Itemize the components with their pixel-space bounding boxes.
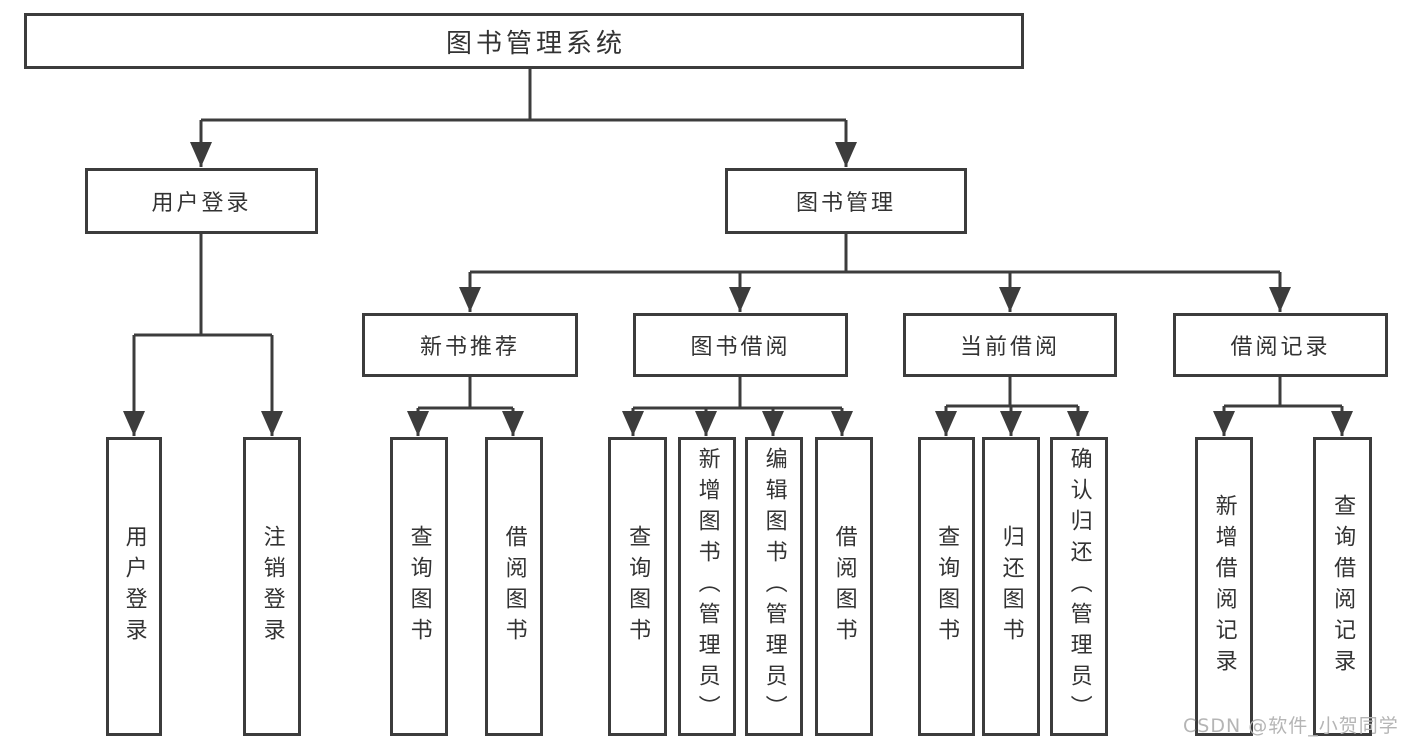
node-root-label: 图书管理系统	[445, 28, 626, 59]
leaf-return-books: 归还图书	[982, 437, 1040, 736]
connector-current-borrowing-children	[935, 377, 1089, 436]
leaf-label: 查询图书	[406, 524, 432, 649]
connector-user-login-children	[123, 234, 283, 436]
node-borrow-records: 借阅记录	[1173, 313, 1388, 377]
node-new-book-recommend: 新书推荐	[362, 313, 578, 377]
leaf-label: 查询借阅记录	[1330, 493, 1356, 680]
leaf-label: 归还图书	[998, 524, 1024, 649]
leaf-label: 查询图书	[934, 524, 960, 649]
leaf-label: 新增图书（管理员）	[694, 447, 720, 726]
leaf-add-borrow-record: 新增借阅记录	[1195, 437, 1253, 736]
node-book-borrowing: 图书借阅	[633, 313, 848, 377]
node-book-management: 图书管理	[725, 168, 967, 234]
leaf-label: 注销登录	[259, 524, 285, 649]
leaf-add-books-admin: 新增图书（管理员）	[678, 437, 736, 736]
node-book-management-label: 图书管理	[795, 191, 896, 216]
leaf-label: 查询图书	[625, 524, 651, 649]
leaf-label: 借阅图书	[501, 524, 527, 649]
node-current-borrowing: 当前借阅	[903, 313, 1117, 377]
leaf-user-login: 用户登录	[106, 437, 162, 736]
leaf-borrow-books-1: 借阅图书	[485, 437, 543, 736]
connector-new-book-recommend-children	[407, 377, 524, 436]
connector-book-borrowing-children	[622, 377, 853, 436]
leaf-label: 编辑图书（管理员）	[761, 447, 787, 726]
leaf-logout: 注销登录	[243, 437, 301, 736]
node-user-login: 用户登录	[85, 168, 318, 234]
connector-root-to-level2	[190, 69, 857, 167]
leaf-label: 新增借阅记录	[1211, 493, 1237, 680]
leaf-query-borrow-record: 查询借阅记录	[1313, 437, 1372, 736]
node-root: 图书管理系统	[24, 13, 1024, 69]
leaf-borrow-books-2: 借阅图书	[815, 437, 873, 736]
leaf-edit-books-admin: 编辑图书（管理员）	[745, 437, 803, 736]
leaf-query-books-2: 查询图书	[608, 437, 667, 736]
leaf-confirm-return-admin: 确认归还（管理员）	[1050, 437, 1108, 736]
leaf-label: 确认归还（管理员）	[1066, 447, 1092, 726]
leaf-query-books-3: 查询图书	[918, 437, 975, 736]
connector-borrow-records-children	[1213, 377, 1353, 436]
node-borrow-records-label: 借阅记录	[1230, 335, 1331, 360]
node-book-borrowing-label: 图书借阅	[690, 335, 791, 360]
leaf-query-books-1: 查询图书	[390, 437, 448, 736]
node-new-book-recommend-label: 新书推荐	[419, 335, 520, 360]
node-current-borrowing-label: 当前借阅	[959, 335, 1060, 360]
node-user-login-label: 用户登录	[151, 191, 252, 216]
leaf-label: 用户登录	[121, 524, 147, 649]
leaf-label: 借阅图书	[831, 524, 857, 649]
connector-book-management-children	[459, 234, 1291, 312]
